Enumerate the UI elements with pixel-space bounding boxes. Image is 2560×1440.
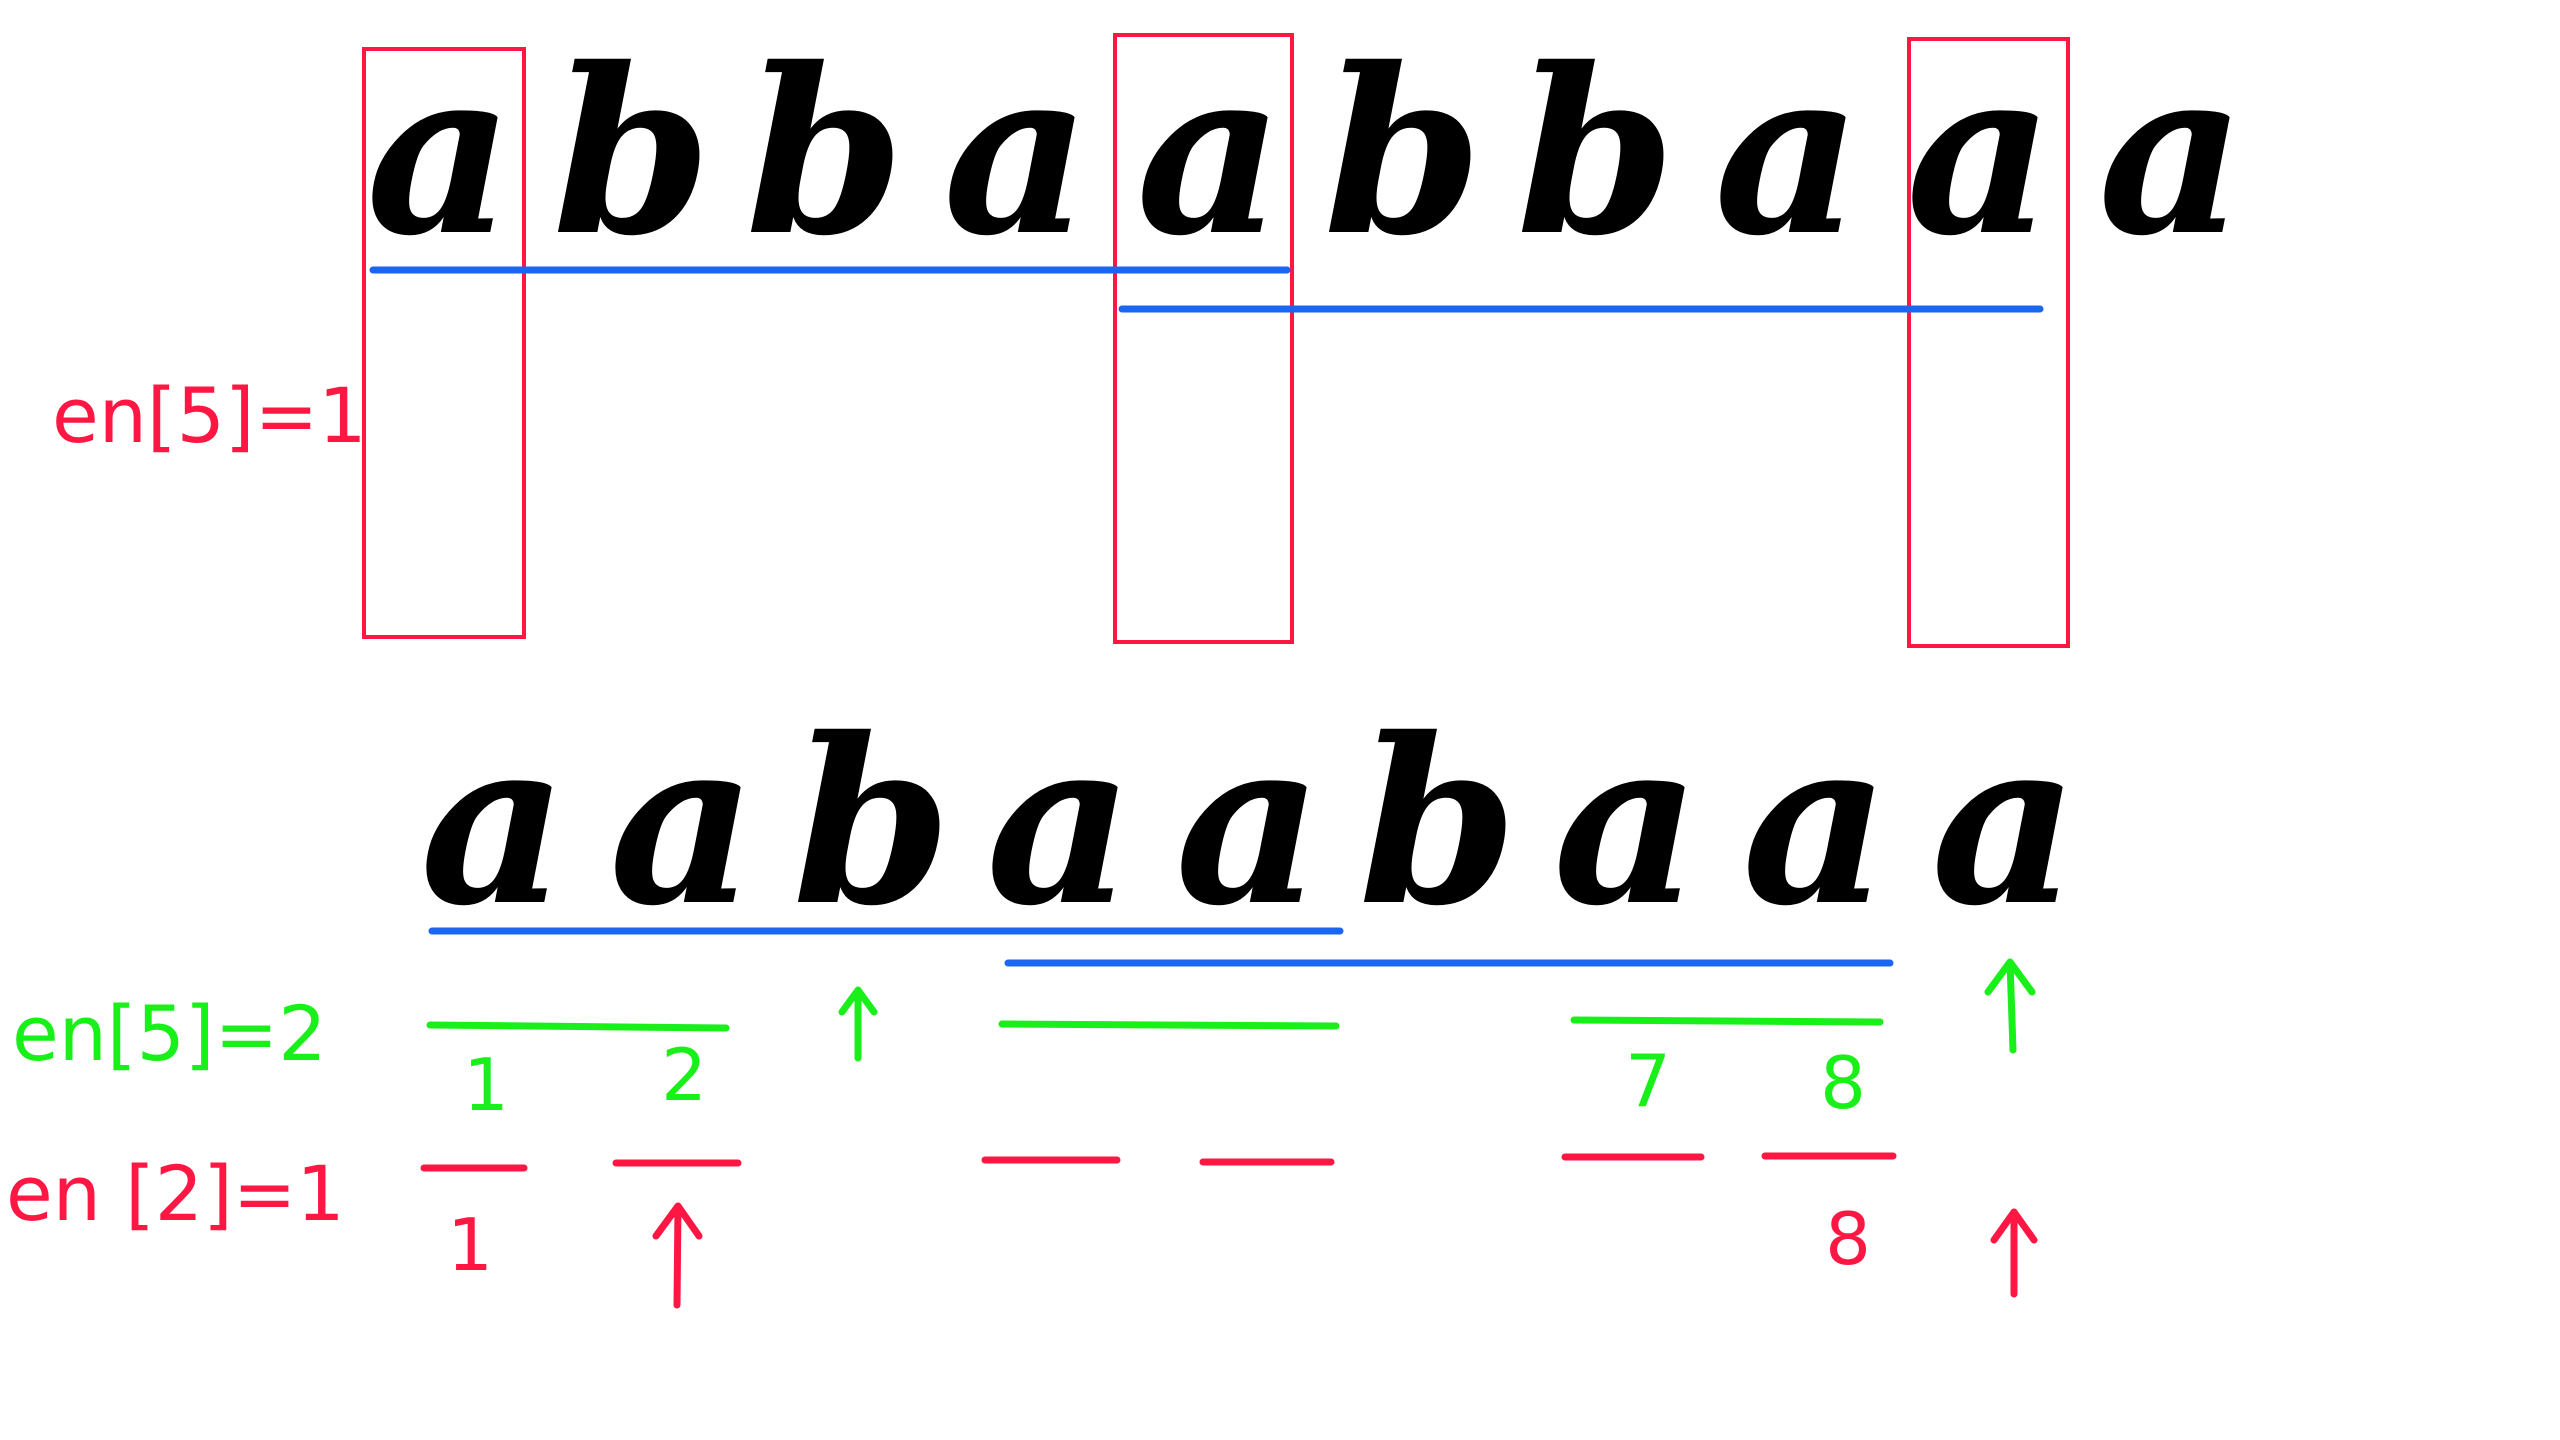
top-char-5: a xyxy=(1136,18,1284,286)
top-char-7: b xyxy=(1516,18,1675,286)
bottom-char-9: a xyxy=(1931,688,2079,956)
top-char-6: b xyxy=(1323,18,1482,286)
highlight-box-1 xyxy=(362,47,526,639)
green-number: 7 xyxy=(1625,1039,1671,1123)
green-arrow-up-icon xyxy=(1984,958,2036,1054)
green-number: 2 xyxy=(661,1033,707,1117)
top-char-8: a xyxy=(1714,18,1862,286)
bottom-char-1: a xyxy=(420,688,568,956)
highlight-boxes xyxy=(362,33,2070,648)
green-number: 1 xyxy=(463,1043,509,1127)
highlight-box-2 xyxy=(1113,33,1294,644)
red-arrow-up-icon xyxy=(652,1202,703,1309)
top-char-1: a xyxy=(366,18,514,286)
bottom-char-4: a xyxy=(986,688,1134,956)
highlight-box-3 xyxy=(1907,37,2070,648)
red-arrow-up-icon xyxy=(1990,1208,2038,1298)
green-number: 8 xyxy=(1820,1041,1866,1125)
bottom-char-6: b xyxy=(1358,688,1517,956)
red-segments xyxy=(420,1152,1897,1172)
bottom-string: a a b a a b a a a xyxy=(420,688,2079,956)
top-char-9: a xyxy=(1906,18,2054,286)
top-segments xyxy=(369,266,2044,313)
bottom-blue-segments xyxy=(428,927,1894,967)
green-label: en[5]=2 xyxy=(12,989,327,1078)
green-segment-2 xyxy=(998,1020,1340,1030)
green-segment-3 xyxy=(1570,1016,1884,1026)
red-number: 1 xyxy=(447,1203,493,1287)
red-arrows xyxy=(652,1202,2038,1309)
top-string: a b b a a b b a a a xyxy=(366,18,2246,286)
green-segment-1 xyxy=(426,1021,730,1032)
red-label: en [2]=1 xyxy=(6,1149,345,1238)
bottom-char-5: a xyxy=(1175,688,1323,956)
bottom-char-2: a xyxy=(609,688,757,956)
top-label: en[5]=1 xyxy=(52,371,367,460)
green-arrows xyxy=(838,958,2036,1062)
bottom-char-3: b xyxy=(792,688,951,956)
green-numbers: 1 2 7 8 xyxy=(463,1033,1866,1127)
green-arrow-up-icon xyxy=(838,986,878,1062)
bottom-char-7: a xyxy=(1553,688,1701,956)
green-segments xyxy=(426,1016,1884,1032)
bottom-char-8: a xyxy=(1742,688,1890,956)
top-char-10: a xyxy=(2098,18,2246,286)
top-char-2: b xyxy=(552,18,711,286)
top-char-3: b xyxy=(745,18,904,286)
top-char-4: a xyxy=(943,18,1091,286)
red-number: 8 xyxy=(1825,1197,1871,1281)
red-numbers: 1 8 xyxy=(447,1197,1871,1287)
